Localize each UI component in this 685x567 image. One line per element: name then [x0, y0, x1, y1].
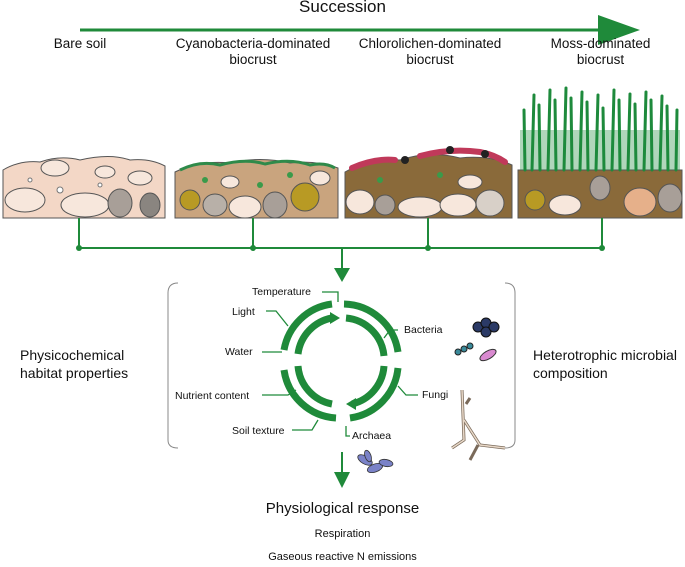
archaea-icon — [357, 449, 394, 474]
response-item: Gaseous reactive N emissions — [268, 551, 417, 563]
stage-label-line1: Chlorolichen-dominated — [358, 36, 502, 51]
left-group-label: Physicochemical habitat properties — [20, 346, 128, 382]
right-group-line1: Heterotrophic microbial — [533, 347, 677, 363]
right-group-label: Heterotrophic microbial composition — [533, 346, 677, 382]
response-item: Respiration — [314, 528, 371, 540]
chlorolichen-biocrust-panel — [344, 146, 513, 219]
bacteria-icon — [454, 317, 500, 362]
stage-label-line2: biocrust — [406, 52, 454, 67]
succession-arrow — [80, 15, 640, 45]
stage-label-chlorolichen: Chlorolichen-dominated biocrust — [340, 36, 520, 68]
stage-label-cyanobacteria: Cyanobacteria-dominated biocrust — [163, 36, 343, 68]
left-group-line2: habitat properties — [20, 365, 129, 381]
stage-label-bare-soil: Bare soil — [0, 36, 160, 52]
stage-label-line2: biocrust — [576, 52, 625, 67]
cyanobacteria-biocrust-panel — [174, 159, 339, 219]
stage-label-line1: Cyanobacteria-dominated — [175, 36, 331, 51]
response-arrow — [334, 452, 350, 488]
succession-label: Succession — [299, 0, 386, 16]
right-brace — [504, 282, 516, 449]
habitat-nutrient-content: Nutrient content — [175, 390, 250, 402]
cycle-diagram — [280, 300, 402, 422]
habitat-light: Light — [232, 306, 255, 318]
fungi-icon — [451, 389, 506, 461]
microbe-archaea: Archaea — [352, 430, 392, 442]
stage-label-line2: biocrust — [229, 52, 277, 67]
stage-label-line1: Moss-dominated — [550, 36, 651, 51]
microbe-bacteria: Bacteria — [404, 324, 443, 336]
habitat-water: Water — [225, 346, 253, 358]
stage-label-line1: Bare soil — [53, 36, 107, 51]
moss-biocrust-panel — [517, 86, 683, 219]
left-group-line1: Physicochemical — [20, 347, 125, 363]
stage-connector — [78, 218, 603, 270]
right-group-line2: composition — [533, 365, 608, 381]
microbe-fungi: Fungi — [422, 389, 449, 401]
habitat-soil-texture: Soil texture — [232, 425, 285, 437]
left-brace — [167, 282, 179, 449]
bare-soil-panel — [2, 156, 166, 219]
stage-label-moss: Moss-dominated biocrust — [518, 36, 683, 68]
response-title: Physiological response — [265, 500, 420, 517]
habitat-temperature: Temperature — [252, 286, 311, 298]
